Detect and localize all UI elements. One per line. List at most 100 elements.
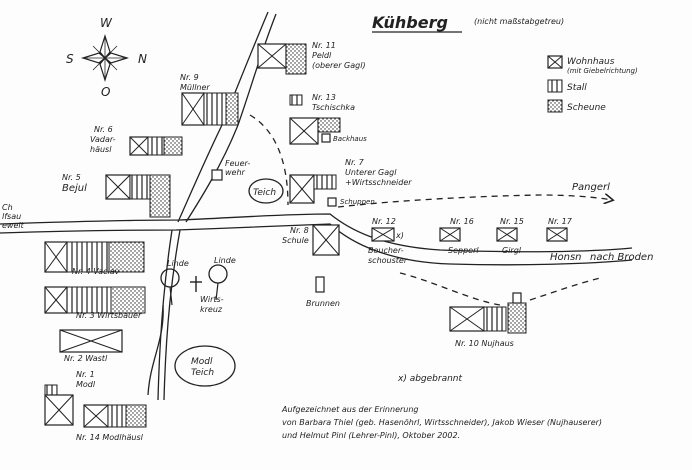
label-modlteich-2: Teich [191, 368, 214, 378]
building-nr15 [496, 227, 518, 242]
compass-rose-icon [80, 33, 130, 83]
road-main-north-edge [0, 213, 633, 253]
building-nr1 [44, 384, 74, 426]
label-wirtskreuz-2: kreuz [200, 305, 223, 314]
compass-s: S [66, 52, 74, 66]
label-nr6-num: Nr. 6 [94, 125, 113, 134]
map-title-note: (nicht maßstabgetreu) [474, 17, 564, 26]
label-nr7-num: Nr. 7 [345, 158, 365, 167]
compass-n: N [138, 52, 147, 66]
label-nr11-sub: (oberer Gagl) [312, 61, 366, 70]
label-nr13-name: Tschischka [312, 103, 355, 112]
label-nr15-num: Nr. 15 [500, 217, 524, 226]
road-main-south-edge [0, 223, 633, 266]
building-nr14 [83, 404, 147, 428]
building-nr7 [289, 174, 337, 204]
road-west-label-1: Ch [2, 203, 13, 212]
road-south-west-edge [157, 229, 173, 401]
label-nr1-num: Nr. 1 [76, 370, 95, 379]
road-south-spur [147, 304, 164, 396]
credits-line-1: Aufgezeichnet aus der Erinnerung [281, 405, 419, 414]
building-nr17 [546, 227, 568, 242]
label-nr6-name: Vadar- [90, 135, 116, 144]
legend-wohnhaus: Wohnhaus [567, 57, 615, 67]
label-feuerwehr-2: wehr [225, 168, 246, 177]
building-backhaus [321, 133, 331, 143]
path-tschischka [249, 114, 289, 206]
map-title: Kühberg [372, 13, 448, 32]
building-nr5 [105, 174, 171, 218]
path-pangerl [337, 195, 612, 208]
label-nr2: Nr. 2 Wastl [64, 354, 108, 363]
compass-w: W [100, 16, 113, 30]
label-nr4: Nr. 4 Vaclav [72, 267, 120, 276]
label-wirtskreuz-1: Wirts- [200, 295, 224, 304]
building-nr13 [289, 94, 341, 145]
label-nr15-name: Girgl [502, 246, 522, 255]
label-nr11-name: Peldl [312, 51, 332, 60]
legend-wohnhaus-icon [547, 55, 563, 69]
wirtskreuz-cross-icon [190, 276, 202, 292]
label-nr16-name: Sepperl [448, 246, 479, 255]
credits-line-3: und Helmut Pinl (Lehrer-Pinl), Oktober 2… [282, 431, 460, 440]
legend: Wohnhaus (mit Giebelrichtung) Stall Sche… [547, 55, 638, 113]
building-schuppen [327, 197, 337, 207]
label-nr11-num: Nr. 11 [312, 41, 336, 50]
label-nr8-num: Nr. 8 [290, 226, 309, 235]
label-teich: Teich [253, 188, 276, 198]
brunnen-well [315, 276, 325, 293]
building-nr6 [129, 136, 183, 156]
tree-linde-1-icon [160, 268, 180, 288]
building-nr16 [439, 227, 461, 242]
legend-wohnhaus-note: (mit Giebelrichtung) [567, 67, 638, 75]
label-nr7-sub: +Wirtsschneider [345, 178, 412, 187]
pond-modl-teich [174, 345, 236, 387]
label-nr16-num: Nr. 16 [450, 217, 474, 226]
label-nr8-name: Schule [282, 236, 309, 245]
credits-line-2: von Barbara Thiel (geb. Hasenöhrl, Wirts… [282, 418, 602, 427]
label-nr13-num: Nr. 13 [312, 93, 336, 102]
road-pangerl-label: Pangerl [572, 182, 610, 193]
compass-o: O [101, 85, 110, 99]
label-modlteich-1: Modl [191, 357, 213, 367]
label-nr9-num: Nr. 9 [180, 73, 199, 82]
label-nr12-mark: x) [395, 231, 404, 240]
label-nr3: Nr. 3 Wirtsbauer [76, 311, 142, 320]
legend-stall-icon [547, 79, 563, 93]
path-nujhaus-east [529, 277, 601, 301]
label-backhaus: Backhaus [333, 135, 367, 143]
road-west-label-3: ewelt [2, 221, 25, 230]
label-nr5-num: Nr. 5 [62, 173, 81, 182]
legend-scheune-icon [547, 99, 563, 113]
road-east-label: nach Broden [590, 252, 653, 263]
label-nr12-num: Nr. 12 [372, 217, 396, 226]
label-feuerwehr-1: Feuer- [225, 159, 250, 168]
label-nr6-sub: häusl [90, 145, 112, 154]
building-feuerwehr [211, 169, 223, 181]
label-nr14: Nr. 14 Modlhäusl [76, 433, 144, 442]
label-nr17-num: Nr. 17 [548, 217, 573, 226]
building-nr12 [371, 227, 395, 242]
label-brunnen: Brunnen [306, 299, 340, 308]
label-nr7-name: Unterer Gagl [345, 168, 397, 177]
legend-stall: Stall [567, 83, 587, 93]
building-nr10 [449, 292, 527, 334]
pond-teich [248, 178, 284, 204]
building-nr3 [44, 286, 146, 314]
label-linde-1: Linde [167, 259, 189, 268]
building-nr4 [44, 241, 145, 273]
road-south-east-edge [163, 229, 181, 401]
label-nr1-name: Modl [76, 380, 96, 389]
legend-scheune: Scheune [567, 103, 606, 113]
footnote-abgebrannt: x) abgebrannt [397, 374, 463, 384]
building-nr8 [312, 224, 340, 256]
building-nr2 [59, 329, 123, 353]
building-nr11 [257, 43, 307, 75]
label-schuppen: Schuppen [340, 198, 375, 206]
label-nr9-name: Müllner [180, 83, 210, 92]
tree-linde-2-icon [208, 264, 228, 284]
label-nr10: Nr. 10 Nujhaus [455, 339, 514, 348]
road-west-label-2: lfsau [2, 212, 21, 221]
label-nr12-sub: schouster [368, 256, 408, 265]
